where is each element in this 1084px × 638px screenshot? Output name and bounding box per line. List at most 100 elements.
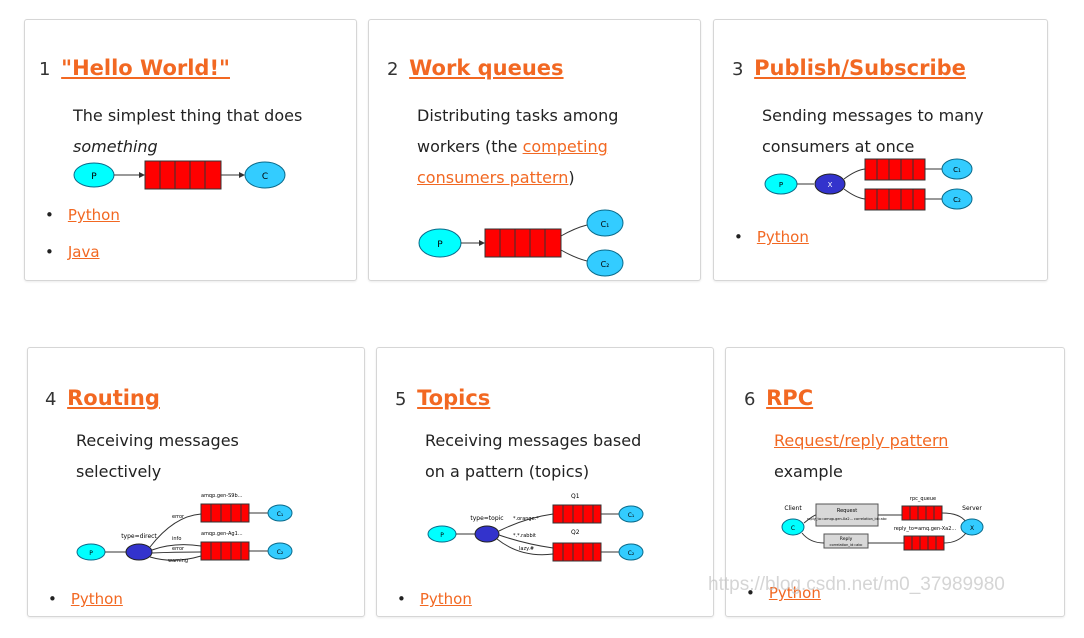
reply-details: correlation_id=abc <box>830 543 863 547</box>
arrowhead <box>139 172 145 178</box>
producer-label: P <box>89 550 93 557</box>
reply-queue <box>903 535 945 551</box>
client-node-label: C <box>791 525 795 532</box>
arrow <box>941 512 967 523</box>
arrow <box>149 513 202 548</box>
language-list: Python <box>28 581 123 616</box>
tutorial-link-publish-subscribe[interactable]: Publish/Subscribe <box>754 56 966 80</box>
watermark: https://blog.csdn.net/m0_37989980 <box>708 574 1005 595</box>
tutorial-number: 3 <box>732 59 744 80</box>
arrow <box>151 551 202 554</box>
competing-consumers-link[interactable]: competing consumers pattern <box>417 137 608 187</box>
python-link[interactable]: Python <box>67 206 120 224</box>
queue <box>144 160 222 190</box>
list-item: Python <box>45 197 120 234</box>
arrow <box>943 532 967 544</box>
server-label: Server <box>962 505 982 512</box>
tutorial-card-2: 2 Work queues Distributing tasks among w… <box>368 19 701 281</box>
card-title: 5 Topics <box>395 386 490 410</box>
list-item: Java <box>45 234 120 271</box>
tutorial-number: 5 <box>395 389 407 410</box>
reply-box <box>823 533 869 549</box>
client-label: Client <box>784 505 802 512</box>
language-list: Python Java <box>25 197 120 271</box>
routing-key: error <box>172 514 185 520</box>
tutorial-card-3: 3 Publish/Subscribe Sending messages to … <box>713 19 1048 281</box>
consumer-label: C₂ <box>953 196 961 204</box>
arrow <box>149 555 202 561</box>
card-title: 3 Publish/Subscribe <box>732 56 966 80</box>
arrow <box>843 188 866 200</box>
request-title: Request <box>837 508 857 514</box>
python-link[interactable]: Python <box>419 590 472 608</box>
card-description: Receiving messages selectively <box>76 425 276 487</box>
tutorial-number: 2 <box>387 59 399 80</box>
server-node-label: X <box>970 525 974 532</box>
consumer-node-2 <box>618 543 644 561</box>
consumer-node-2 <box>586 249 624 277</box>
consumer-label: C₂ <box>628 550 635 557</box>
request-reply-link[interactable]: Request/reply pattern <box>774 431 949 450</box>
consumer-node-2 <box>941 188 973 210</box>
exchange-type-label: type=topic <box>470 515 503 522</box>
arrowhead <box>479 240 485 246</box>
arrow <box>498 534 554 549</box>
consumer-node-1 <box>267 504 293 522</box>
description-emphasis: something <box>73 137 158 156</box>
card-description: Distributing tasks among workers (the co… <box>417 100 677 193</box>
exchange-node <box>125 543 153 561</box>
tutorial-number: 1 <box>39 59 51 80</box>
arrow <box>151 544 202 551</box>
exchange-node <box>474 525 500 543</box>
routing-key: info <box>172 536 181 542</box>
arrow <box>843 168 866 180</box>
tutorial-link-topics[interactable]: Topics <box>417 386 491 410</box>
server-node <box>960 518 984 536</box>
java-link[interactable]: Java <box>67 243 100 261</box>
arrow <box>498 513 554 532</box>
producer-label: P <box>437 240 443 250</box>
consumer-label: C₂ <box>277 549 284 556</box>
arrow <box>803 514 817 524</box>
queue-2 <box>864 188 926 211</box>
tutorial-link-routing[interactable]: Routing <box>67 386 160 410</box>
python-link[interactable]: Python <box>768 584 821 602</box>
arrow <box>801 532 825 544</box>
queue-name: Q1 <box>571 493 580 500</box>
queue-name: amqp.gen-Ag1... <box>201 531 243 537</box>
queue-1 <box>552 504 602 524</box>
consumer-label: C₁ <box>601 220 610 229</box>
exchange-label: X <box>828 181 833 189</box>
description-text: Receiving messages selectively <box>76 431 239 481</box>
routing-key: warning <box>168 558 188 564</box>
client-node <box>781 518 805 536</box>
consumer-node-1 <box>586 209 624 237</box>
consumer-label: C₂ <box>601 260 610 269</box>
consumer-label: C <box>262 172 268 182</box>
binding-key: lazy.# <box>519 546 534 552</box>
producer-label: P <box>440 532 444 539</box>
tutorial-link-rpc[interactable]: RPC <box>766 386 814 410</box>
python-link[interactable]: Python <box>70 590 123 608</box>
routing-diagram: P type=direct error info error warning a… <box>76 493 293 564</box>
tutorial-number: 4 <box>45 389 57 410</box>
card-description: Sending messages to many consumers at on… <box>762 100 1002 162</box>
consumer-label: C₁ <box>277 511 284 518</box>
consumer-node-1 <box>941 158 973 180</box>
binding-key: *.orange.* <box>513 516 539 522</box>
card-title: 4 Routing <box>45 386 160 410</box>
card-description: The simplest thing that does something <box>73 100 333 162</box>
queue-1 <box>200 503 250 523</box>
exchange-node <box>814 173 846 195</box>
card-description: Receiving messages based on a pattern (t… <box>425 425 665 487</box>
language-list: Python <box>714 219 809 256</box>
tutorial-link-hello-world[interactable]: "Hello World!" <box>61 56 230 80</box>
consumer-node-2 <box>267 542 293 560</box>
work-queues-diagram: P C₁ C₂ <box>418 209 624 277</box>
tutorial-link-work-queues[interactable]: Work queues <box>409 56 564 80</box>
producer-label: P <box>91 172 97 182</box>
rpc-diagram: Client C Request reply_to=amqp.gen-Xa2..… <box>781 496 984 551</box>
producer-label: P <box>779 181 783 189</box>
python-link[interactable]: Python <box>756 228 809 246</box>
queue-2 <box>200 541 250 561</box>
